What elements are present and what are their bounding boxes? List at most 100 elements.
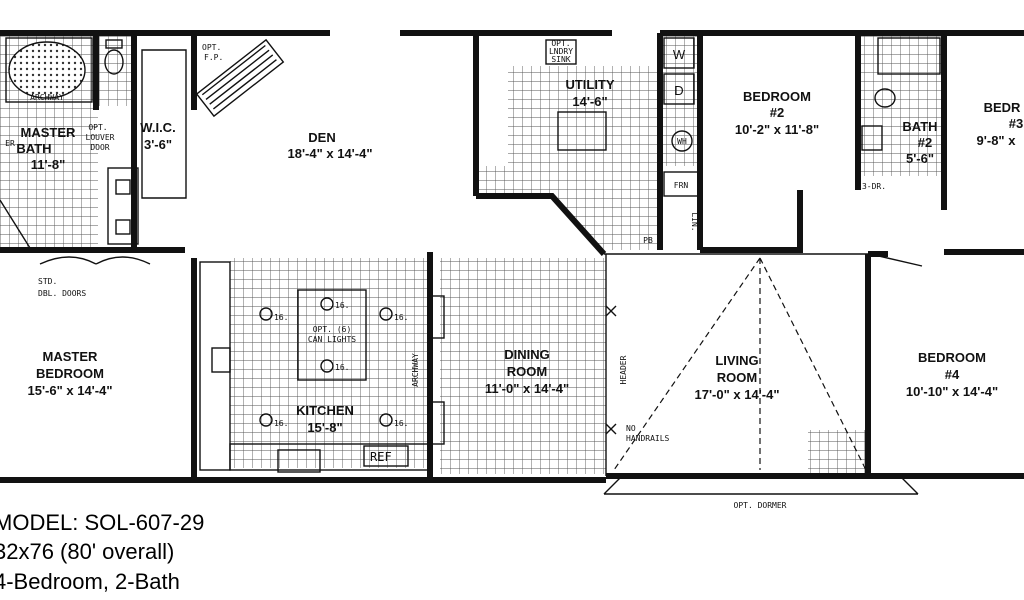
utility-dims: 14'-6" <box>572 94 607 109</box>
std-label: STD. <box>38 277 57 286</box>
kitchen-sink <box>277 449 321 473</box>
pb-label: PB <box>643 236 653 245</box>
lndry-label: LNDRY <box>549 47 573 56</box>
master-bedroom-name2: BEDROOM <box>36 366 104 381</box>
no-label: NO <box>626 424 636 433</box>
light-label-4: 16. <box>335 363 349 372</box>
bedroom2-name: BEDROOM <box>743 89 811 104</box>
fp-label: F.P. <box>204 53 223 62</box>
kitchen-dims: 15'-8" <box>307 420 342 435</box>
light-label-1: 16. <box>274 313 288 322</box>
louver-label: LOUVER <box>86 133 115 142</box>
toilet <box>104 49 124 75</box>
bedroom3-num: #3 <box>1009 116 1023 131</box>
frn-label: FRN <box>674 181 689 190</box>
bedroom2-num: #2 <box>770 105 784 120</box>
archway-top-label: ARCHWAY <box>30 93 64 102</box>
can-light-2 <box>379 307 393 321</box>
dbl-doors-label: DBL. DOORS <box>38 289 86 298</box>
utility-name: UTILITY <box>565 77 614 92</box>
sink-2 <box>115 219 131 235</box>
opt-fp-label: OPT. <box>202 43 221 52</box>
bath2-toilet <box>874 88 896 108</box>
can-light-4 <box>379 413 393 427</box>
den-dims: 18'-4" x 14'-4" <box>287 146 372 161</box>
range <box>211 347 231 373</box>
refrigerator <box>363 445 409 467</box>
garden-tub <box>8 41 86 99</box>
living-name: LIVING <box>715 353 758 368</box>
archway-side-label: ARCHWAY <box>411 353 420 387</box>
dining-dims: 11'-0" x 14'-4" <box>485 381 569 396</box>
bedroom4-dims: 10'-10" x 14'-4" <box>906 384 998 399</box>
wh-label: WH <box>677 137 687 146</box>
model-rooms: 4-Bedroom, 2-Bath <box>0 569 180 594</box>
bedroom4-door-swing <box>869 253 923 267</box>
model-number: MODEL: SOL-607-29 <box>0 510 205 535</box>
bedroom4-num: #4 <box>945 367 960 382</box>
master-bath-name: MASTER <box>21 125 77 140</box>
bath2-tub <box>877 37 941 75</box>
light-label-6: 16. <box>394 419 408 428</box>
living-name2: ROOM <box>717 370 757 385</box>
bath2-tile <box>858 36 944 176</box>
kitchen-tile <box>230 258 430 468</box>
kitchen-island <box>297 289 367 381</box>
master-bath-dims: 11'-8" <box>31 157 66 172</box>
washer-label: W <box>673 47 686 62</box>
opt-lndry-label: OPT. <box>551 39 570 48</box>
furnace <box>663 171 699 197</box>
dining-tile <box>440 258 606 474</box>
vault-lines <box>613 257 867 471</box>
post-marks <box>605 305 617 435</box>
bath2-num: #2 <box>918 135 932 150</box>
water-heater <box>671 130 693 152</box>
vanity <box>107 167 139 245</box>
wic-name: W.I.C. <box>140 120 175 135</box>
toilet-tank <box>105 39 123 49</box>
archway-column-bottom <box>427 401 445 445</box>
master-bedroom-dims: 15'-6" x 14'-4" <box>27 383 112 398</box>
tub-surround <box>5 37 93 103</box>
light-label-5: 16. <box>274 419 288 428</box>
header-label: HEADER <box>619 355 628 384</box>
wall-utility-bottom <box>476 193 607 257</box>
kitchen-name: KITCHEN <box>296 403 354 418</box>
bedroom2-dims: 10'-2" x 11'-8" <box>735 122 819 137</box>
bath2-sink <box>861 125 883 151</box>
handrails-label: HANDRAILS <box>626 434 670 443</box>
wall-bedroom2-bottom <box>700 190 803 253</box>
double-doors <box>39 256 151 265</box>
door-label: DOOR <box>90 143 109 152</box>
light-label-3: 16. <box>335 301 349 310</box>
dining-name: DINING <box>504 347 550 362</box>
archway-column-top <box>427 295 445 339</box>
wic-shelf <box>141 49 187 199</box>
kitchen-counter-bottom <box>229 443 431 471</box>
can-light-6 <box>320 359 334 373</box>
can-light-3 <box>259 413 273 427</box>
den-name: DEN <box>308 130 335 145</box>
bath-door-swing <box>0 199 31 249</box>
bedroom3-name: BEDR <box>984 100 1021 115</box>
opt-louver-label: OPT. <box>88 123 107 132</box>
dormer-outline <box>603 475 919 495</box>
master-bath-name2: BATH <box>16 141 51 156</box>
can-light-5 <box>320 297 334 311</box>
dryer <box>663 73 695 105</box>
light-label-2: 16. <box>394 313 408 322</box>
sink-label: SINK <box>551 55 570 64</box>
bedroom4-name: BEDROOM <box>918 350 986 365</box>
er-label: ER <box>5 139 15 148</box>
living-dims: 17'-0" x 14'-4" <box>694 387 779 402</box>
can-light-1 <box>259 307 273 321</box>
opt-dormer-label: OPT. DORMER <box>734 501 787 510</box>
utility-island <box>557 111 607 151</box>
living-corner-tile <box>808 430 866 476</box>
laundry-sink <box>545 39 577 65</box>
can-lights-label: CAN LIGHTS <box>308 335 356 344</box>
lin-label: LIN. <box>690 212 699 231</box>
